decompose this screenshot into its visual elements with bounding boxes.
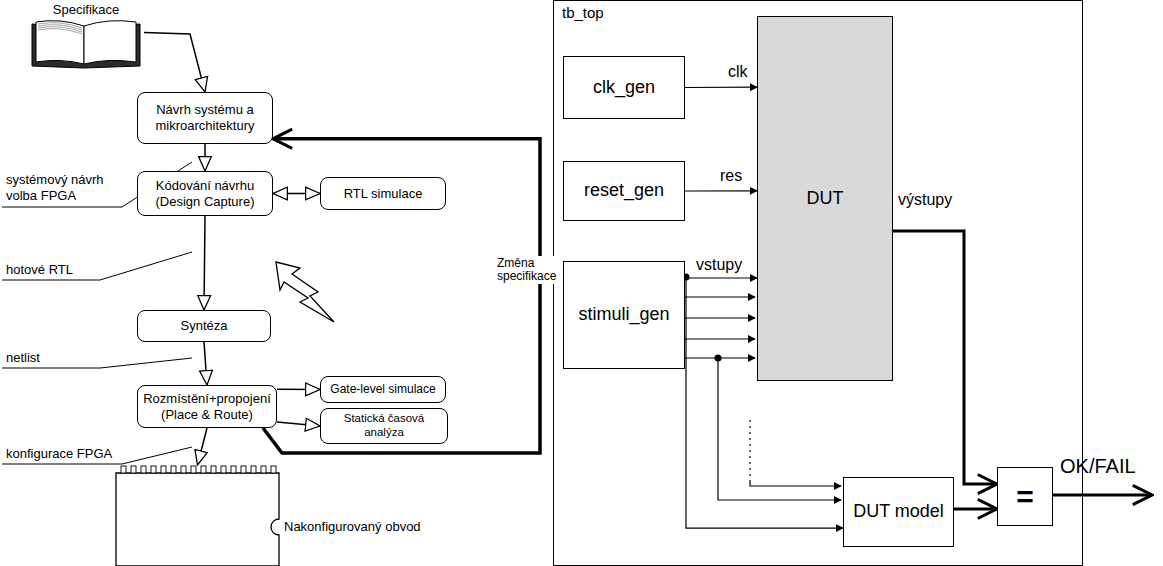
connector <box>204 342 207 385</box>
signal-label: vstupy <box>696 256 742 274</box>
node-text: Syntéza <box>181 318 228 334</box>
process-box: Kódování návrhu (Design Capture) <box>137 171 273 216</box>
process-box: Syntéza <box>137 310 271 342</box>
testbench-frame: tb_top clk_gen reset_gen stimuli_gen DUT DUT … <box>553 0 1083 566</box>
connector <box>685 277 757 278</box>
node-text: = <box>1016 480 1034 514</box>
connector <box>273 193 320 195</box>
connector <box>685 190 757 191</box>
chip-drawing <box>115 465 280 566</box>
connector <box>204 216 205 310</box>
dut-block: DUT <box>757 16 893 381</box>
iteration-arrow <box>276 262 334 322</box>
model-box: DUT model <box>843 477 954 547</box>
connector <box>277 422 320 426</box>
connector <box>893 231 997 484</box>
node-text: Návrh systému a mikroarchitektury <box>142 102 268 133</box>
node-text: Rozmístění+propojení (Place & Route) <box>142 391 272 422</box>
model-wire-dots <box>749 420 750 480</box>
generator-box: reset_gen <box>563 161 685 221</box>
node-text: RTL simulace <box>344 186 423 202</box>
node-text: DUT model <box>853 501 944 523</box>
signal-label: res <box>720 167 742 185</box>
result-label: OK/FAIL <box>1060 454 1136 478</box>
node-text: DUT <box>807 188 844 209</box>
leader-line <box>2 447 192 464</box>
signal-label: clk <box>728 63 748 81</box>
specification-book: Specifikace <box>28 2 144 70</box>
connector <box>685 87 757 89</box>
connector <box>263 139 540 453</box>
connector <box>277 389 320 391</box>
connector <box>204 144 206 171</box>
leader-line <box>2 252 192 280</box>
connector <box>954 507 997 510</box>
stimulus-wire <box>684 338 755 339</box>
comparator-box: = <box>997 467 1053 526</box>
stage-annotation: hotové RTL <box>6 262 73 278</box>
stage-annotation: systémový návrh volba FPGA <box>6 172 136 203</box>
node-text: Nakonfigurovaný obvod <box>284 519 421 534</box>
connector <box>144 33 205 92</box>
result-arrow <box>1052 494 1152 497</box>
model-wire <box>750 480 841 486</box>
node-text: clk_gen <box>593 77 655 99</box>
node-text: Kódování návrhu (Design Capture) <box>142 178 268 209</box>
stimulus-wire <box>684 317 755 318</box>
signal-label: výstupy <box>898 191 952 209</box>
node-text: reset_gen <box>584 180 664 202</box>
node-text: Specifikace <box>28 2 144 17</box>
process-box: RTL simulace <box>320 177 446 210</box>
process-box: Rozmístění+propojení (Place & Route) <box>137 385 277 428</box>
process-box: Návrh systému a mikroarchitektury <box>137 92 273 144</box>
generator-box: stimuli_gen <box>563 261 685 369</box>
fpga-chip: Nakonfigurovaný obvod <box>115 465 280 566</box>
node-text: Statická časová analýza <box>325 412 443 440</box>
signal-label: Změna specifikace <box>497 256 559 284</box>
node-text: Gate-level simulace <box>330 382 435 396</box>
generator-box: clk_gen <box>563 56 685 119</box>
connector <box>198 428 208 465</box>
stimulus-wire <box>684 296 755 297</box>
frame-title: tb_top <box>562 4 604 21</box>
node-text: stimuli_gen <box>578 304 669 326</box>
process-box: Statická časová analýza <box>320 408 448 444</box>
stage-annotation: konfigurace FPGA <box>6 446 112 462</box>
process-box: Gate-level simulace <box>320 376 446 403</box>
stage-annotation: netlist <box>6 350 40 366</box>
